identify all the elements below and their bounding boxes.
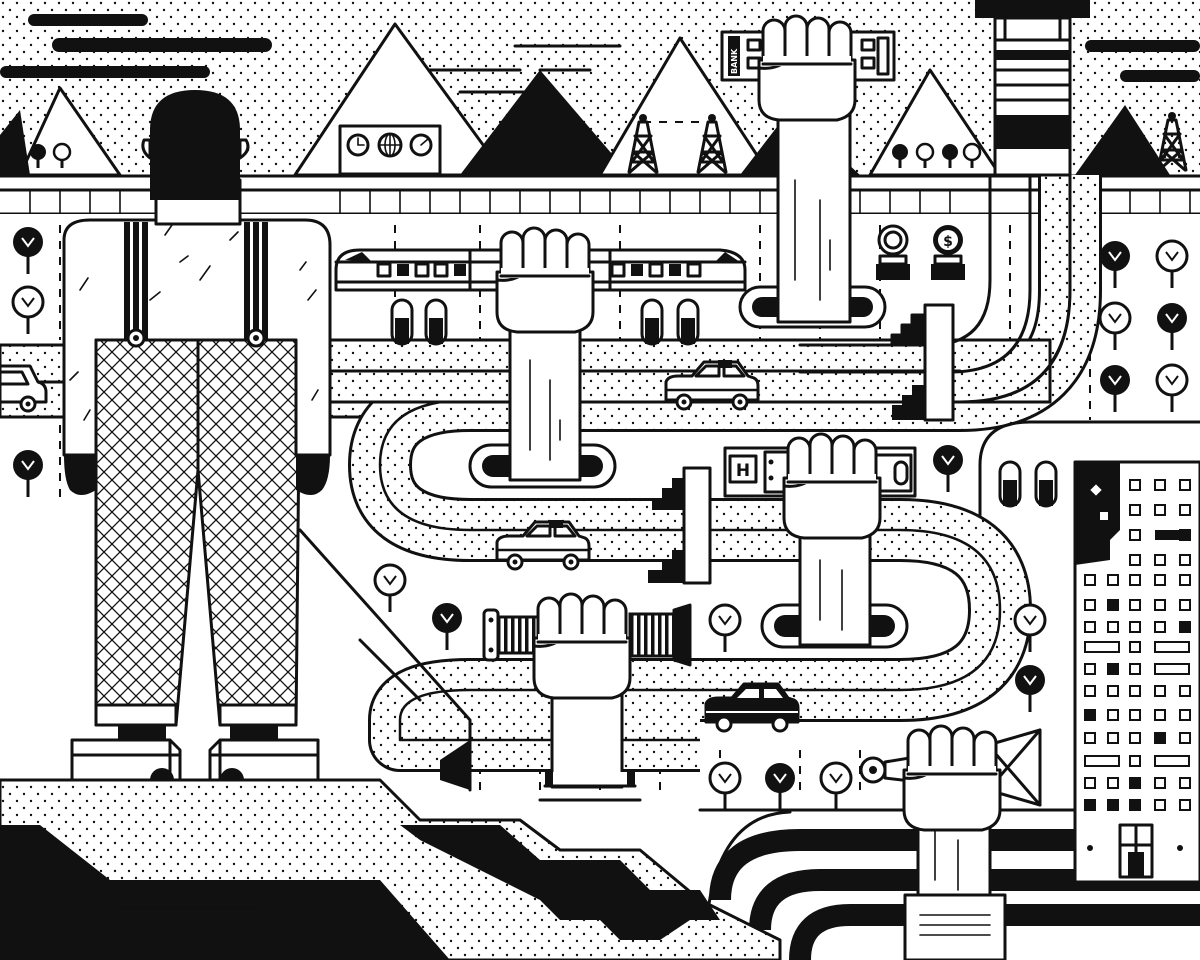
car-icon [0, 364, 48, 413]
fence [29, 189, 1191, 215]
staircase-upper [890, 303, 955, 422]
fist-bank [757, 14, 857, 122]
gauge-icon [409, 133, 433, 157]
dollar-coin-icon [876, 224, 910, 280]
staircase-lower [648, 466, 712, 585]
cliff [0, 778, 782, 960]
fist-hospital [782, 432, 882, 540]
road-bottom-right [698, 808, 1200, 960]
giant-man [62, 90, 332, 782]
fist-telescope [532, 592, 632, 700]
cloud-right [1085, 40, 1200, 82]
arches [390, 298, 1058, 508]
hospital-sign: H [736, 461, 750, 481]
fist-loudspeaker [902, 724, 1002, 832]
cloud-left [0, 14, 272, 78]
station-building [338, 124, 442, 176]
tower [975, 0, 1090, 177]
high-rise [1073, 460, 1200, 884]
cloud-center [403, 44, 622, 94]
fist-train [495, 226, 595, 334]
dollar-sign: $ [943, 234, 953, 250]
arm-top-bank [776, 108, 852, 324]
dollar-coin-icon: $ [931, 225, 965, 280]
globe-icon [377, 132, 403, 158]
bank-sign: BANK [730, 48, 739, 74]
clock-icon [346, 133, 370, 157]
